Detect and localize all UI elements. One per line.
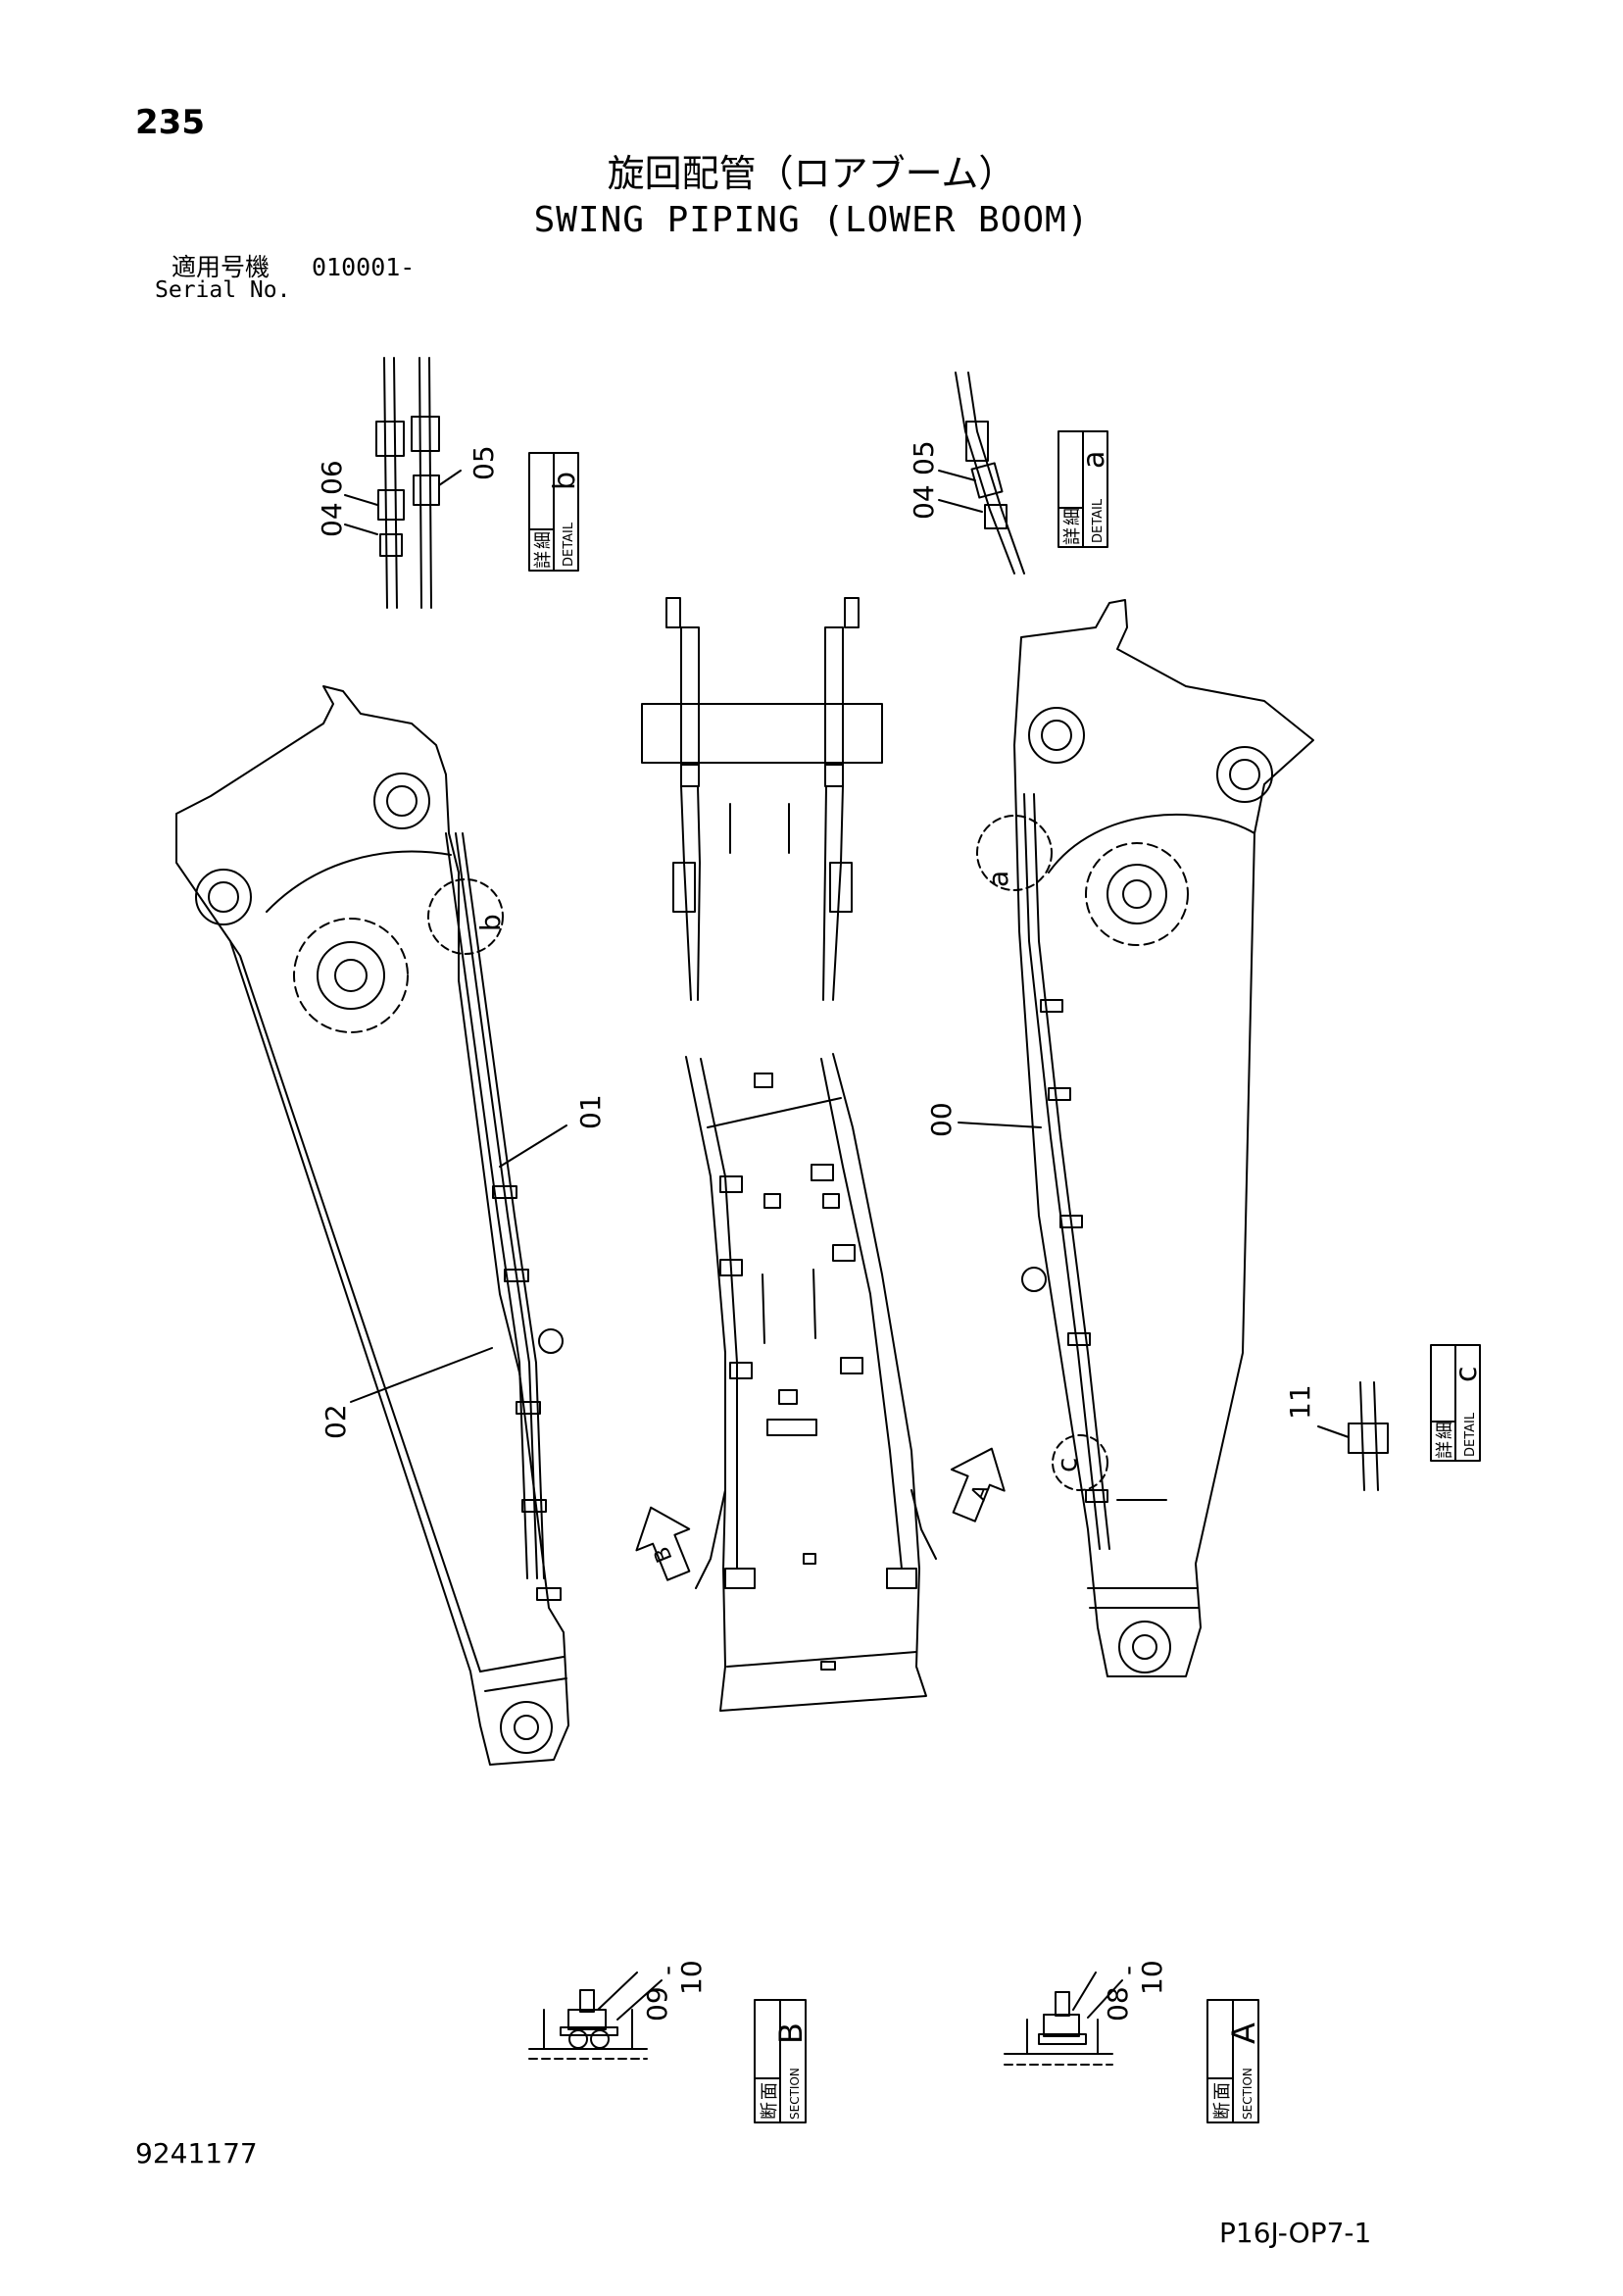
- label-sep-b: -: [651, 1966, 683, 1975]
- section-tag-a-kanji-2: 面: [1212, 2082, 1233, 2100]
- callout-c: c: [1051, 1458, 1083, 1472]
- callout-a: a: [982, 871, 1014, 887]
- page-number: 235: [135, 103, 205, 142]
- section-arrow-a: [950, 1447, 1006, 1522]
- detail-tag-c-word: DETAIL: [1463, 1412, 1478, 1457]
- section-b-clamp: [528, 1972, 648, 2060]
- left-boom-hoses: [427, 832, 562, 1601]
- label-11: 11: [1284, 1384, 1316, 1420]
- label-06-b: 06: [316, 460, 348, 495]
- detail-tag-c-kanji-1: 詳: [1435, 1441, 1455, 1459]
- label-sep-a: -: [1111, 1966, 1144, 1975]
- label-05-b: 05: [467, 445, 500, 480]
- detail-tag-a-letter: a: [1077, 451, 1111, 469]
- label-04-a: 04: [908, 484, 940, 520]
- label-10-a: 10: [1136, 1960, 1168, 1995]
- section-tag-a-word: SECTION: [1241, 2068, 1254, 2120]
- label-09: 09: [641, 1986, 673, 2021]
- left-boom-pins: [195, 773, 564, 1754]
- detail-tag-a-word: DETAIL: [1091, 498, 1106, 543]
- title-japanese: 旋回配管（ロアブーム）: [607, 152, 1016, 195]
- section-tag-a-kanji-1: 断: [1212, 2102, 1233, 2120]
- right-boom-hoses: [976, 793, 1167, 1550]
- section-a-clamp: [1004, 1972, 1113, 2066]
- right-boom-outline: [1013, 599, 1314, 1677]
- detail-b-hoses: [344, 357, 462, 609]
- detail-tag-b-kanji-2: 細: [533, 531, 554, 549]
- label-02: 02: [320, 1404, 352, 1439]
- detail-tag-a-kanji-1: 詳: [1062, 527, 1083, 545]
- detail-tag-a: [1057, 430, 1108, 548]
- label-01: 01: [574, 1094, 607, 1129]
- section-tag-b: [754, 1999, 807, 2123]
- serial-value: 010001-: [312, 253, 416, 281]
- detail-tag-c-kanji-2: 細: [1435, 1422, 1455, 1439]
- detail-a-hose: [938, 372, 1025, 574]
- detail-tag-b-word: DETAIL: [562, 522, 576, 567]
- right-boom-pins: [1021, 707, 1273, 1673]
- leader-lines: [350, 1122, 1123, 2021]
- section-arrow-b: [635, 1506, 691, 1581]
- callout-b: b: [474, 914, 507, 931]
- title-english: SWING PIPING (LOWER BOOM): [533, 200, 1090, 240]
- detail-tag-b: [528, 452, 579, 572]
- label-04-b: 04: [316, 502, 348, 537]
- detail-tag-b-kanji-1: 詳: [533, 551, 554, 569]
- detail-c-tee: [1317, 1381, 1389, 1491]
- section-tag-b-kanji-1: 断: [760, 2102, 780, 2120]
- serial-label-english: Serial No.: [155, 277, 291, 303]
- sheet-code: P16J-OP7-1: [1219, 2217, 1372, 2249]
- detail-tag-b-letter: b: [548, 472, 582, 490]
- left-boom-outline: [175, 685, 569, 1766]
- serial-label-japanese: 適用号機: [172, 253, 270, 281]
- detail-tag-a-kanji-2: 細: [1062, 508, 1083, 525]
- section-tag-b-word: SECTION: [788, 2068, 802, 2120]
- section-tag-a-letter: A: [1225, 2022, 1262, 2044]
- drawing-number: 9241177: [135, 2137, 258, 2170]
- top-view-upper: [641, 597, 883, 1001]
- section-tag-a: [1206, 1999, 1259, 2123]
- top-view-lower: [685, 1053, 937, 1712]
- label-08: 08: [1102, 1986, 1134, 2021]
- label-00: 00: [925, 1102, 958, 1137]
- section-tag-b-kanji-2: 面: [760, 2082, 780, 2100]
- detail-tag-c: [1430, 1344, 1481, 1462]
- section-tag-b-letter: B: [772, 2022, 810, 2044]
- label-05-a: 05: [908, 440, 940, 475]
- detail-tag-c-letter: c: [1450, 1367, 1484, 1383]
- label-10-b: 10: [675, 1960, 708, 1995]
